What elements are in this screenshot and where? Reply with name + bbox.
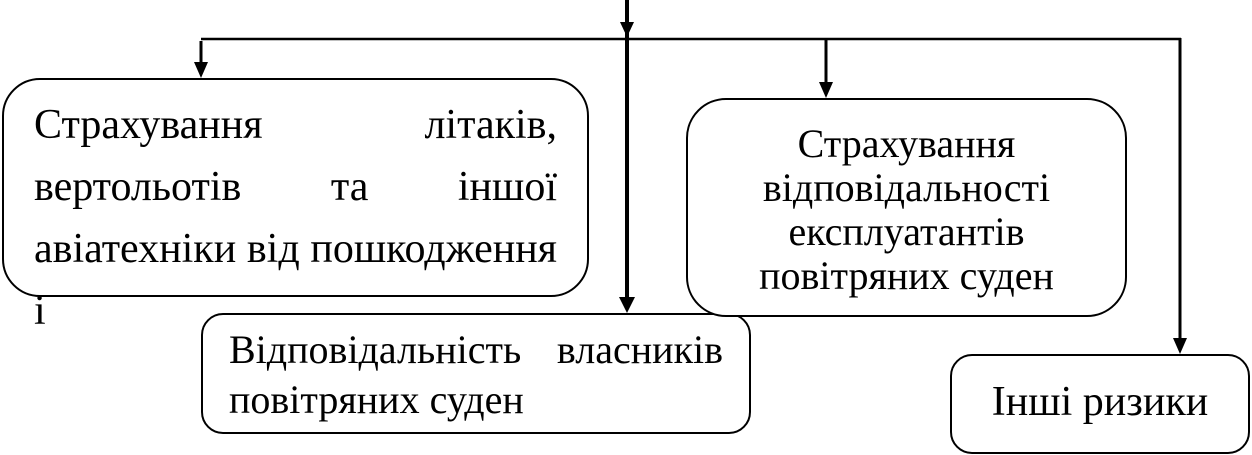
node-text: Відповідальність власників повітряних су… <box>229 325 723 425</box>
node-text-line: авіатехніки від пошкодження і <box>34 226 557 334</box>
node-aircraft-insurance: Страхування літаків, вертольотів та іншо… <box>2 78 589 334</box>
node-other-risks: Інші ризики <box>950 354 1250 454</box>
node-text-line: повітряних суден <box>229 377 524 422</box>
node-text: Страхування літаків, вертольотів та іншо… <box>34 94 557 342</box>
node-text-line: Страхування літаків, <box>34 102 557 148</box>
node-owners-liability: Відповідальність власників повітряних су… <box>201 313 751 434</box>
node-operators-liability: Страхування відповідальності експлуатант… <box>686 98 1127 317</box>
node-text-line: Страхування <box>797 121 1016 166</box>
node-text-line: відповідальності <box>762 165 1051 210</box>
node-text-line: Відповідальність власників <box>229 327 723 372</box>
arrowhead-to-other-risks <box>1173 338 1187 354</box>
node-text: Інші ризики <box>991 379 1209 425</box>
node-text-line: експлуатантів <box>788 209 1025 254</box>
arrowhead-to-aircraft-insurance <box>194 62 208 78</box>
arrowhead-top-trunk <box>620 22 634 37</box>
arrowhead-to-operators-liability <box>819 82 833 98</box>
node-text: Страхування відповідальності експлуатант… <box>688 122 1125 298</box>
node-text-line: вертольотів та іншої <box>34 164 557 210</box>
arrowhead-to-owners-liability <box>619 297 635 313</box>
node-text-line: повітряних суден <box>759 253 1054 298</box>
